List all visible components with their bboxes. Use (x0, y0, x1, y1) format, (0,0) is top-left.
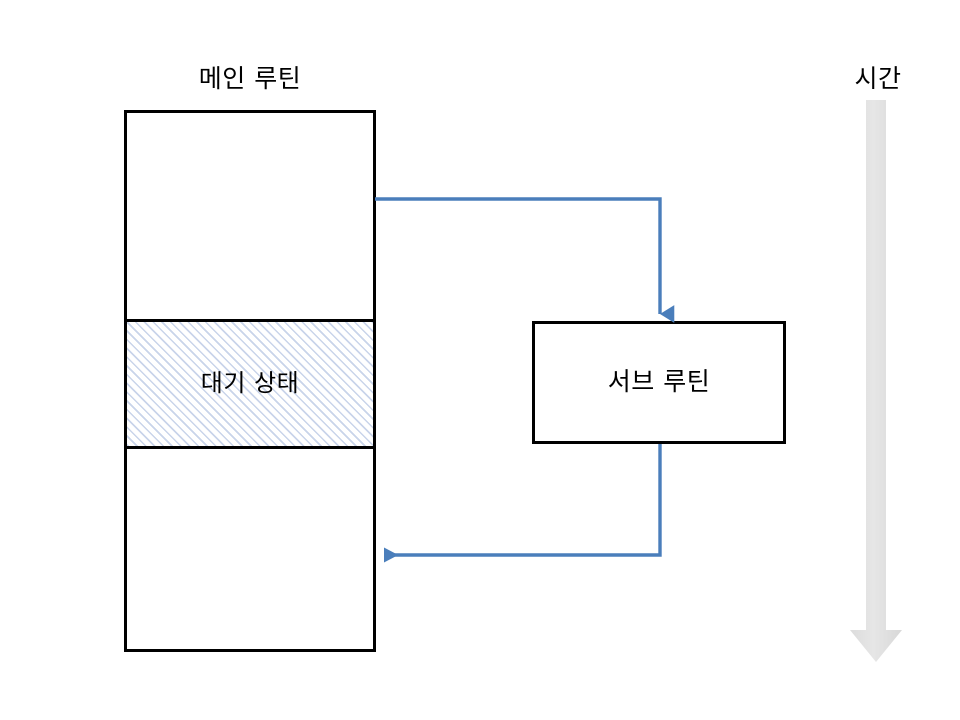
lifeline-segment-waiting: 대기 상태 (127, 319, 373, 449)
call-arrow (375, 197, 675, 323)
main-routine-title: 메인 루틴 (198, 64, 302, 93)
return-arrow (383, 444, 662, 563)
main-routine-lifeline-box: 대기 상태 (124, 110, 376, 652)
time-axis-title: 시간 (854, 64, 902, 93)
time-arrow-shape (850, 100, 902, 662)
lifeline-segment-running-bottom (127, 449, 373, 649)
waiting-state-label: 대기 상태 (200, 369, 300, 397)
subroutine-label: 서브 루틴 (607, 367, 711, 396)
subroutine-box: 서브 루틴 (532, 321, 786, 444)
lifeline-segment-running-top (127, 113, 373, 319)
time-direction-arrow (850, 100, 902, 662)
